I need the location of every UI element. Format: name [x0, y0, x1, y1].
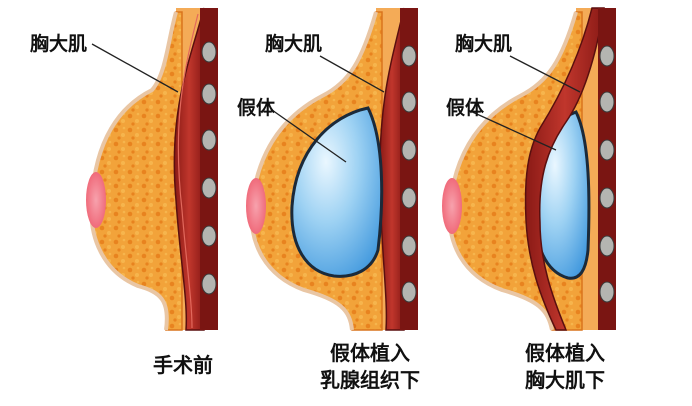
panel-1-muscle-label: 胸大肌 [30, 33, 88, 55]
rib-bones [599, 45, 615, 303]
rib [401, 235, 417, 257]
panel-1-caption-line-1: 手术前 [153, 353, 213, 377]
panel-3-caption: 假体植入 胸大肌下 [495, 340, 635, 394]
rib [401, 281, 417, 303]
rib [599, 91, 615, 113]
rib [599, 235, 615, 257]
rib [401, 45, 417, 67]
panel-1-caption: 手术前 [128, 352, 238, 379]
muscle-fiber [177, 13, 199, 329]
rib [599, 139, 615, 161]
nipple [86, 172, 106, 228]
implant-pointer-line [271, 109, 347, 163]
panel-2-implant-label: 假体 [237, 97, 276, 119]
muscle-pointer-line [91, 43, 179, 93]
rib [201, 83, 217, 105]
muscle-pointer-line [509, 55, 581, 93]
panel-3-caption-line-2: 胸大肌下 [525, 368, 605, 392]
panel-3-drawing [442, 7, 616, 331]
rib [599, 281, 615, 303]
panel-1-drawing [86, 7, 218, 331]
panel-3-muscle-label: 胸大肌 [455, 33, 513, 55]
nipple [442, 178, 462, 234]
rib [401, 91, 417, 113]
rib-bones [401, 45, 417, 303]
rib [201, 177, 217, 199]
rib [599, 187, 615, 209]
nipple [246, 178, 266, 234]
panel-3-implant-label: 假体 [446, 97, 485, 119]
breast-tissue [90, 11, 183, 331]
panel-3-caption-line-1: 假体植入 [525, 341, 605, 365]
rib [201, 41, 217, 63]
panel-2-caption: 假体植入 乳腺组织下 [300, 340, 440, 394]
rib [201, 225, 217, 247]
panel-2-caption-line-1: 假体植入 [330, 341, 410, 365]
panel-2-muscle-label: 胸大肌 [265, 33, 323, 55]
pectoral-muscle [524, 7, 605, 331]
muscle-pointer-line [319, 55, 385, 93]
rib [201, 273, 217, 295]
rib [401, 187, 417, 209]
rib [401, 139, 417, 161]
panel-2-caption-line-2: 乳腺组织下 [320, 368, 420, 392]
implant-pointer-line [467, 109, 557, 151]
pectoral-muscle [173, 7, 205, 331]
rib [599, 45, 615, 67]
panel-2-drawing [246, 7, 418, 331]
rib-bones [201, 41, 217, 295]
breast-implant [290, 106, 384, 278]
rib [201, 129, 217, 151]
